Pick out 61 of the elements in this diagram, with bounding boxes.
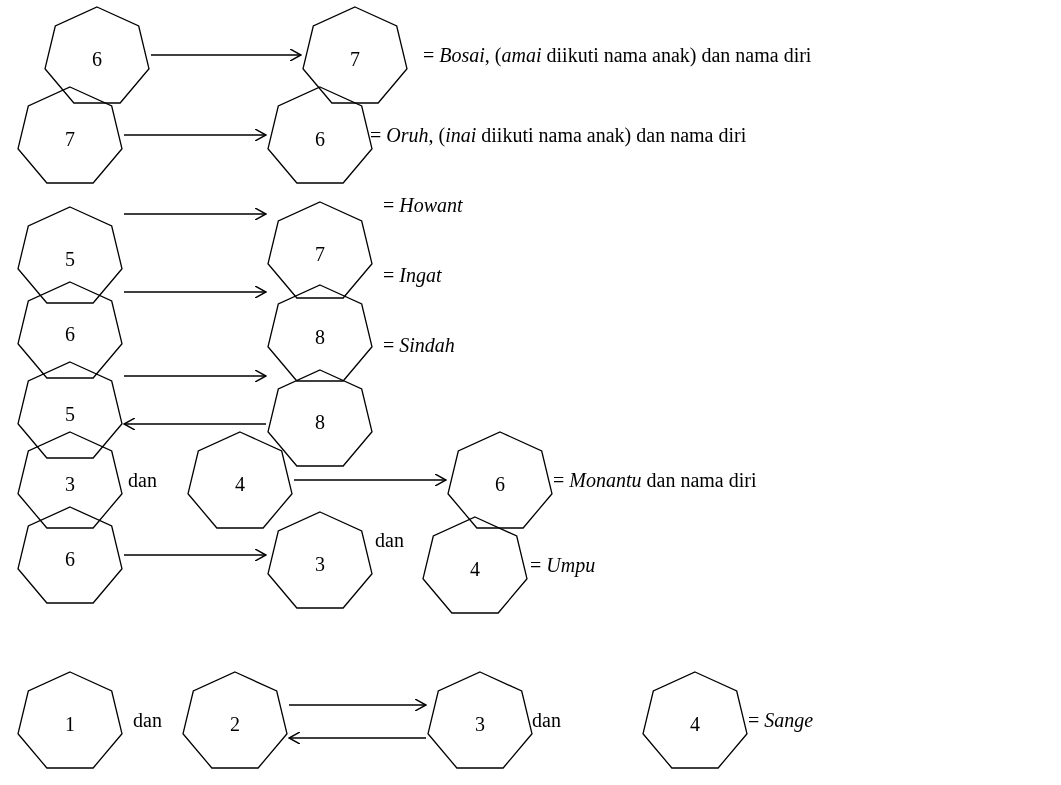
- node-number: 3: [315, 553, 325, 574]
- node-number: 4: [470, 558, 480, 579]
- arrow: [123, 128, 267, 142]
- arrow: [288, 698, 427, 712]
- node-number: 6: [495, 473, 505, 494]
- node-number: 6: [92, 48, 102, 69]
- relation-label: dan: [532, 709, 561, 731]
- heptagon-node: [45, 7, 149, 103]
- relation-label: dan: [375, 529, 404, 551]
- heptagon-node: [18, 87, 122, 183]
- node-number: 1: [65, 713, 75, 734]
- heptagon-node: [188, 432, 292, 528]
- relation-label: = Sindah: [383, 334, 455, 356]
- node-number: 5: [65, 403, 75, 424]
- heptagon-node: [268, 285, 372, 381]
- node-number: 6: [65, 548, 75, 569]
- heptagon-node: [643, 672, 747, 768]
- heptagon-node: [18, 207, 122, 303]
- node-number: 8: [315, 326, 325, 347]
- arrow: [123, 548, 267, 562]
- heptagon-node: [18, 362, 122, 458]
- heptagon-node: [18, 432, 122, 528]
- relation-label: = Bosai, (amai diikuti nama anak) dan nama diri: [423, 44, 812, 66]
- node-number: 7: [315, 243, 325, 264]
- arrow: [123, 417, 267, 431]
- arrow: [150, 48, 302, 62]
- relation-label: = Sange: [748, 709, 814, 731]
- relation-label: = Howant: [383, 194, 463, 216]
- heptagon-node: [448, 432, 552, 528]
- node-number: 4: [235, 473, 245, 494]
- relation-label: dan: [133, 709, 162, 731]
- relation-label: = Umpu: [530, 554, 596, 576]
- node-number: 7: [350, 48, 360, 69]
- heptagon-node: [183, 672, 287, 768]
- relation-label: = Ingat: [383, 264, 442, 286]
- heptagon-node: [268, 202, 372, 298]
- heptagon-node: [303, 7, 407, 103]
- relation-label: dan: [128, 469, 157, 491]
- heptagon-node: [428, 672, 532, 768]
- heptagon-node: [18, 672, 122, 768]
- relation-label: = Oruh, (inai diikuti nama anak) dan nama diri: [370, 124, 747, 146]
- heptagon-node: [268, 87, 372, 183]
- heptagon-node: [268, 370, 372, 466]
- node-number: 3: [475, 713, 485, 734]
- arrow: [288, 731, 427, 745]
- node-number: 8: [315, 411, 325, 432]
- node-number: 2: [230, 713, 240, 734]
- node-number: 4: [690, 713, 700, 734]
- arrow: [123, 207, 267, 221]
- heptagon-node: [423, 517, 527, 613]
- node-number: 6: [65, 323, 75, 344]
- relation-label: = Monantu dan nama diri: [553, 469, 757, 491]
- heptagon-node: [268, 512, 372, 608]
- node-number: 6: [315, 128, 325, 149]
- arrow: [123, 369, 267, 383]
- heptagon-node: [18, 507, 122, 603]
- arrow: [293, 473, 447, 487]
- node-number: 3: [65, 473, 75, 494]
- heptagon-node: [18, 282, 122, 378]
- node-number: 5: [65, 248, 75, 269]
- node-number: 7: [65, 128, 75, 149]
